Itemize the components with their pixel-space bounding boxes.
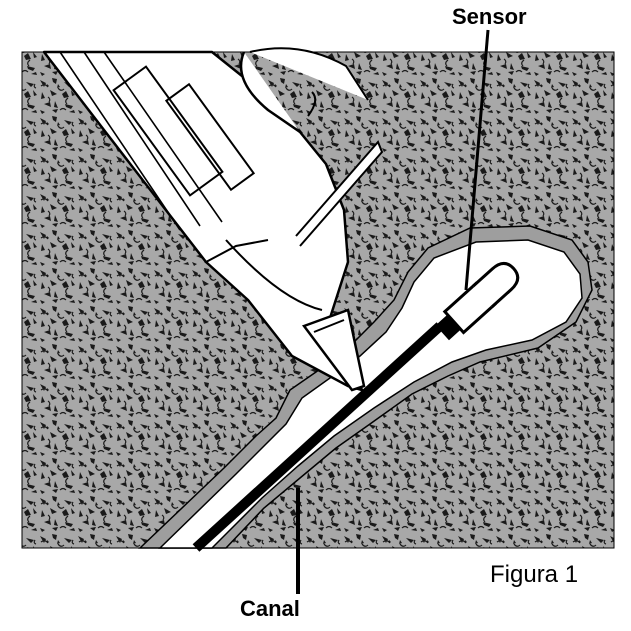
canal-label: Canal [240,596,300,622]
sensor-label: Sensor [452,4,527,30]
figure-caption: Figura 1 [490,561,578,589]
